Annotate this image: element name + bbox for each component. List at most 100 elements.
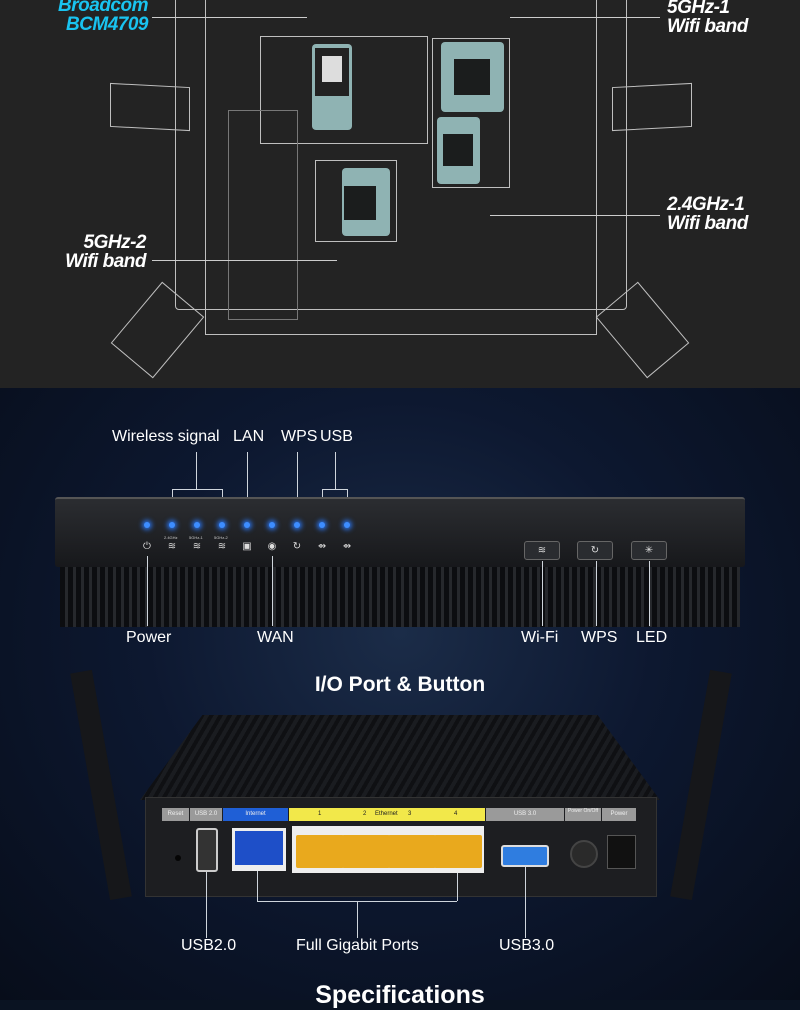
wifi-icon: ≋ (537, 545, 547, 556)
led-sublabel: 5GHz-2 (214, 535, 228, 540)
led-label: LED (636, 629, 668, 646)
led-sublabel: 5GHz-1 (189, 535, 203, 540)
led-sublabel: 2.4GHz (164, 535, 178, 540)
wps-button[interactable]: ↻ (577, 541, 613, 560)
leader-line (152, 17, 307, 18)
wps-icon: ↻ (292, 541, 302, 552)
usb-icon: ⇴ (317, 541, 327, 552)
wifi-icon: ≋ (217, 541, 227, 552)
leader-line (596, 561, 597, 626)
reset-strip-label: Reset (162, 808, 189, 821)
lan-icon: ▣ (242, 541, 252, 552)
leader-line (272, 556, 273, 626)
internet-strip-label: Internet (223, 808, 288, 821)
wps-label: WPS (281, 428, 318, 445)
internet-port-frame (232, 828, 286, 871)
trace-area (228, 110, 298, 320)
gigabit-ports-label: Full Gigabit Ports (296, 937, 419, 954)
port-1-label: 1 (318, 811, 322, 817)
leader-line (206, 872, 207, 938)
internet-port (235, 831, 283, 865)
specifications-title: Specifications (315, 981, 485, 1009)
power-onoff-strip-label: Power On/Off (565, 808, 601, 821)
leader-line (510, 17, 660, 18)
chip-5ghz-1 (441, 42, 504, 112)
broadcom-chip (312, 44, 352, 130)
port-2-label: 2 (363, 811, 367, 817)
board-inner-outline (205, 0, 597, 335)
led-24ghz (169, 522, 175, 528)
leader-line (649, 561, 650, 626)
led-wps (294, 522, 300, 528)
leader-line (196, 452, 197, 489)
leader-line (525, 867, 526, 938)
wan-label: WAN (257, 629, 294, 646)
leader-line (247, 452, 248, 515)
ethernet-label: Ethernet (375, 811, 398, 817)
power-strip-label: Power (602, 808, 636, 821)
shield-frame-2 (432, 38, 510, 188)
wifi-label: Wi-Fi (521, 629, 559, 646)
wifi-button[interactable]: ≋ (524, 541, 560, 560)
leader-line (335, 452, 336, 489)
leader-line (457, 873, 458, 901)
power-icon: ⏻ (143, 541, 151, 552)
usb2-strip-label: USB 2.0 (190, 808, 222, 821)
leader-line (152, 260, 337, 261)
led-5ghz-1 (194, 522, 200, 528)
leader-line (322, 489, 348, 490)
wps-button-label: WPS (581, 629, 618, 646)
usb3-label: USB3.0 (499, 937, 555, 954)
usb2-label: USB2.0 (181, 937, 237, 954)
wireless-signal-label: Wireless signal (112, 428, 220, 445)
led-5ghz-2 (219, 522, 225, 528)
router-top-cover (140, 715, 660, 800)
router-vent-grille (60, 567, 740, 627)
leader-line (147, 556, 148, 626)
leader-line (257, 871, 258, 901)
leader-line (297, 452, 298, 515)
usb3-strip-label: USB 3.0 (486, 808, 564, 821)
shield-frame-3 (315, 160, 397, 242)
usb-label: USB (320, 428, 353, 445)
ethernet-port-1 (296, 835, 344, 868)
ethernet-port-3 (388, 835, 436, 868)
wps-icon: ↻ (590, 545, 600, 556)
power-switch (570, 840, 598, 868)
usb3-port (501, 845, 549, 867)
led-power (144, 522, 150, 528)
led-wan (269, 522, 275, 528)
leader-line (357, 901, 358, 938)
lan-label: LAN (233, 428, 265, 445)
wifi-icon: ≋ (167, 541, 177, 552)
led-lan (244, 522, 250, 528)
usb2-port (196, 828, 218, 872)
router-front-panel (55, 497, 745, 567)
led-usb-1 (319, 522, 325, 528)
ethernet-port-2 (342, 835, 390, 868)
product-photo-section (0, 388, 800, 1000)
wan-icon: ◉ (267, 541, 277, 552)
leader-line (542, 561, 543, 626)
antenna-left (110, 82, 190, 132)
ethernet-strip: 1 2 Ethernet 3 4 (289, 808, 485, 821)
section-title: I/O Port & Button (314, 673, 486, 696)
chip-24ghz-1 (437, 117, 480, 184)
usb-icon: ⇴ (342, 541, 352, 552)
led-button[interactable]: ✳ (631, 541, 667, 560)
chip-5ghz-2 (342, 168, 390, 236)
board-outline (175, 0, 627, 310)
shield-frame-1 (260, 36, 428, 144)
power-jack (607, 835, 636, 869)
ethernet-port-4 (434, 835, 482, 868)
reset-button[interactable] (175, 855, 181, 861)
led-usb-2 (344, 522, 350, 528)
leader-line (172, 489, 223, 490)
led-icon: ✳ (644, 545, 654, 556)
wifi-icon: ≋ (192, 541, 202, 552)
